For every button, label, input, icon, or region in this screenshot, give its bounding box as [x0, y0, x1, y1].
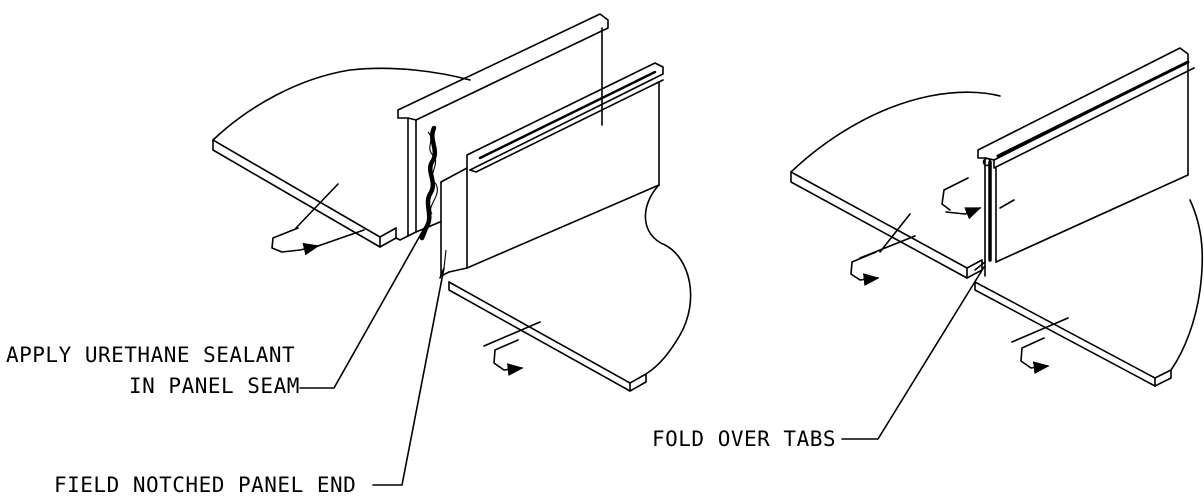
sealant-leader — [299, 217, 431, 389]
callout-sealant-line2: IN PANEL SEAM — [129, 374, 300, 398]
seam-line-right — [879, 213, 911, 253]
joined-stiffener — [974, 47, 1195, 277]
callout-fold-tabs: FOLD OVER TABS — [652, 427, 836, 451]
fold-tabs-leader — [841, 266, 985, 440]
rotation-arrow-left-floor — [850, 235, 916, 286]
notched-end-leader — [372, 267, 445, 486]
left-detail — [212, 13, 692, 486]
notched-panel — [439, 62, 664, 279]
rotation-arrow-upper — [941, 177, 1015, 220]
callout-sealant-line1: APPLY URETHANE SEALANT — [6, 343, 295, 367]
callout-notched-end: FIELD NOTCHED PANEL END — [54, 473, 356, 497]
right-detail — [790, 47, 1204, 440]
left-floor-panel — [212, 67, 471, 248]
rotation-arrow-right-floor — [1011, 317, 1069, 375]
right-detail-left-floor-panel — [790, 91, 1001, 279]
right-detail-right-floor-panel — [974, 199, 1204, 387]
seam-line-left — [295, 183, 339, 229]
sealant-bead — [419, 125, 438, 241]
right-floor-panel — [448, 184, 692, 392]
rotation-arrow-right-floor — [483, 321, 541, 376]
rotation-arrow-left-floor — [271, 227, 365, 256]
